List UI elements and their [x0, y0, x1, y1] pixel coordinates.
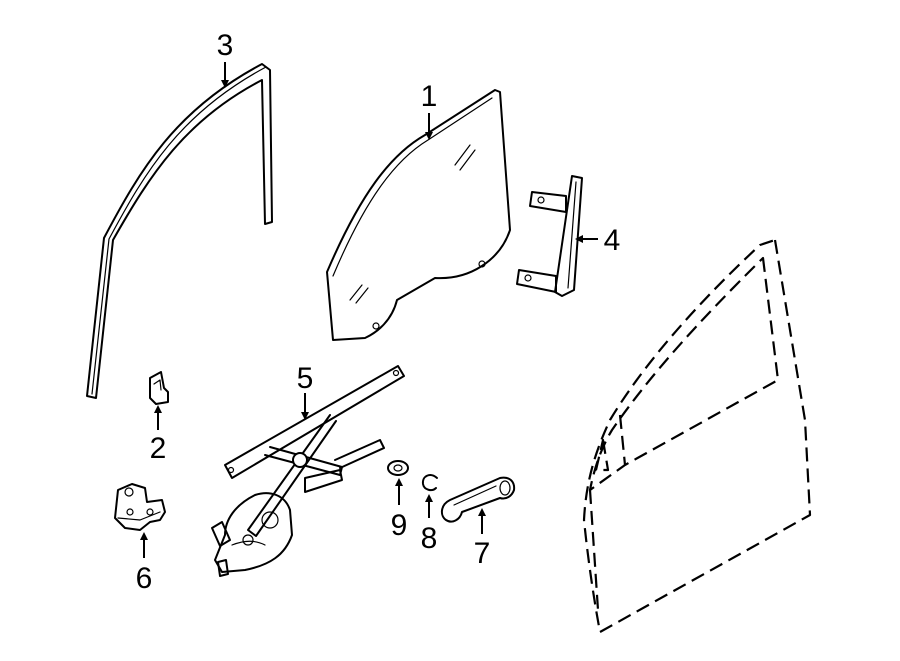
- callout-9: 9: [391, 509, 408, 542]
- washer-part: [387, 460, 409, 476]
- door-shell-outline: [582, 238, 812, 634]
- clip-part: [149, 371, 169, 405]
- callout-3: 3: [217, 29, 234, 62]
- window-regulator-part: [211, 365, 405, 577]
- door-glass-part: [326, 89, 511, 341]
- crank-handle-part: [440, 476, 516, 523]
- leader-lines: [140, 62, 598, 558]
- callout-1: 1: [421, 80, 438, 113]
- callout-7: 7: [474, 537, 491, 570]
- bracket-part: [114, 483, 166, 531]
- callout-8: 8: [421, 522, 438, 555]
- callout-6: 6: [136, 562, 153, 595]
- guide-channel-part: [516, 175, 583, 297]
- callout-5: 5: [297, 362, 314, 395]
- run-channel-part: [86, 63, 273, 399]
- callout-4: 4: [604, 224, 621, 257]
- clip-ring-part: [421, 474, 438, 492]
- callout-2: 2: [150, 432, 167, 465]
